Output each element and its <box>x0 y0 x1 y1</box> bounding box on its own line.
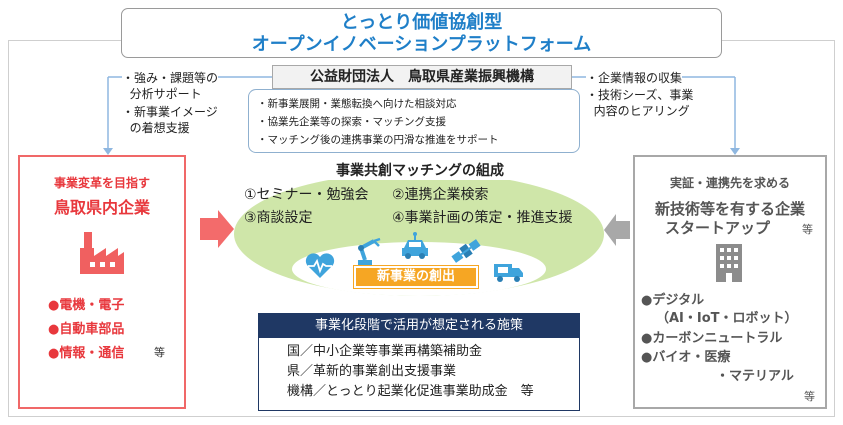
new-business-banner: 新事業の創出 <box>353 265 479 289</box>
matching-step-1: ①セミナー・勉強会 <box>244 187 369 203</box>
right-company-card <box>633 155 827 409</box>
matching-step-3: ③商談設定 <box>244 210 313 226</box>
service-item: ・マッチング後の連携事業の円滑な推進をサポート <box>257 134 499 146</box>
right-support-item-1: ・企業情報の収集 <box>586 70 683 86</box>
right-arrow-icon <box>200 210 234 248</box>
factory-icon <box>80 232 124 274</box>
right-support-item-2: ・技術シーズ、事業 内容のヒアリング <box>586 87 694 119</box>
right-card-title-2: スタートアップ <box>665 219 771 237</box>
left-company-card <box>18 155 186 409</box>
title-line-2: オープンイノベーションプラットフォーム <box>251 34 592 55</box>
organization-label: 公益財団法人 鳥取県産業振興機構 <box>272 65 572 89</box>
matching-step-2: ②連携企業検索 <box>392 187 489 203</box>
right-card-title-etc: 等 <box>802 223 813 236</box>
matching-heading: 事業共創マッチングの組成 <box>315 160 525 180</box>
service-item: ・協業先企業等の探索・マッチング支援 <box>257 116 446 128</box>
left-support-item-2: ・新事業イメージ の着想支援 <box>122 104 218 136</box>
left-card-title: 鳥取県内企業 <box>53 198 150 217</box>
platform-title: とっとり価値協創型 オープンイノベーションプラットフォーム <box>121 8 722 58</box>
robot-arm-icon <box>358 237 381 265</box>
service-item: ・新事業展開・業態転換へ向けた相談対応 <box>257 98 457 110</box>
left-card-etc: 等 <box>154 346 165 359</box>
building-icon <box>716 244 742 282</box>
left-card-item-3: ●情報・通信 <box>48 346 125 361</box>
title-line-1: とっとり価値協創型 <box>340 12 503 33</box>
measure-item-3: 機構／とっとり起業化促進事業助成金 等 <box>287 384 534 399</box>
left-support-item-1: ・強み・課題等の 分析サポート <box>122 70 219 102</box>
left-arrow-icon <box>604 214 630 246</box>
right-card-title-1: 新技術等を有する企業 <box>654 200 805 218</box>
matching-step-4: ④事業計画の策定・推進支援 <box>392 210 573 226</box>
left-card-item-1: ●電機・電子 <box>48 298 125 313</box>
measure-item-2: 県／革新的事業創出支援事業 <box>287 364 457 379</box>
right-card-item-1b: （AI・IoT・ロボット） <box>656 311 798 326</box>
heart-pulse-icon <box>305 253 335 278</box>
right-card-subtitle: 実証・連携先を求める <box>669 176 790 190</box>
measure-item-1: 国／中小企業等事業再構築補助金 <box>287 344 483 359</box>
right-card-etc: 等 <box>804 390 815 403</box>
right-card-item-1: ●デジタル <box>641 293 705 308</box>
services-list: ・新事業展開・業態転換へ向けた相談対応 ・協業先企業等の探索・マッチング支援 ・… <box>248 89 580 153</box>
left-card-subtitle: 事業変革を目指す <box>53 176 150 190</box>
right-card-item-2: ●カーボンニュートラル <box>641 331 783 346</box>
measures-box: 事業化段階で活用が想定される施策 国／中小企業等事業再構築補助金 県／革新的事業… <box>258 313 580 411</box>
satellite-icon <box>451 239 481 263</box>
car-icon <box>402 232 428 259</box>
truck-icon <box>494 264 523 282</box>
measures-heading: 事業化段階で活用が想定される施策 <box>259 314 579 338</box>
right-card-item-3b: ・マテリアル <box>716 369 794 384</box>
right-card-item-3: ●バイオ・医療 <box>641 350 731 365</box>
left-card-item-2: ●自動車部品 <box>48 322 125 337</box>
